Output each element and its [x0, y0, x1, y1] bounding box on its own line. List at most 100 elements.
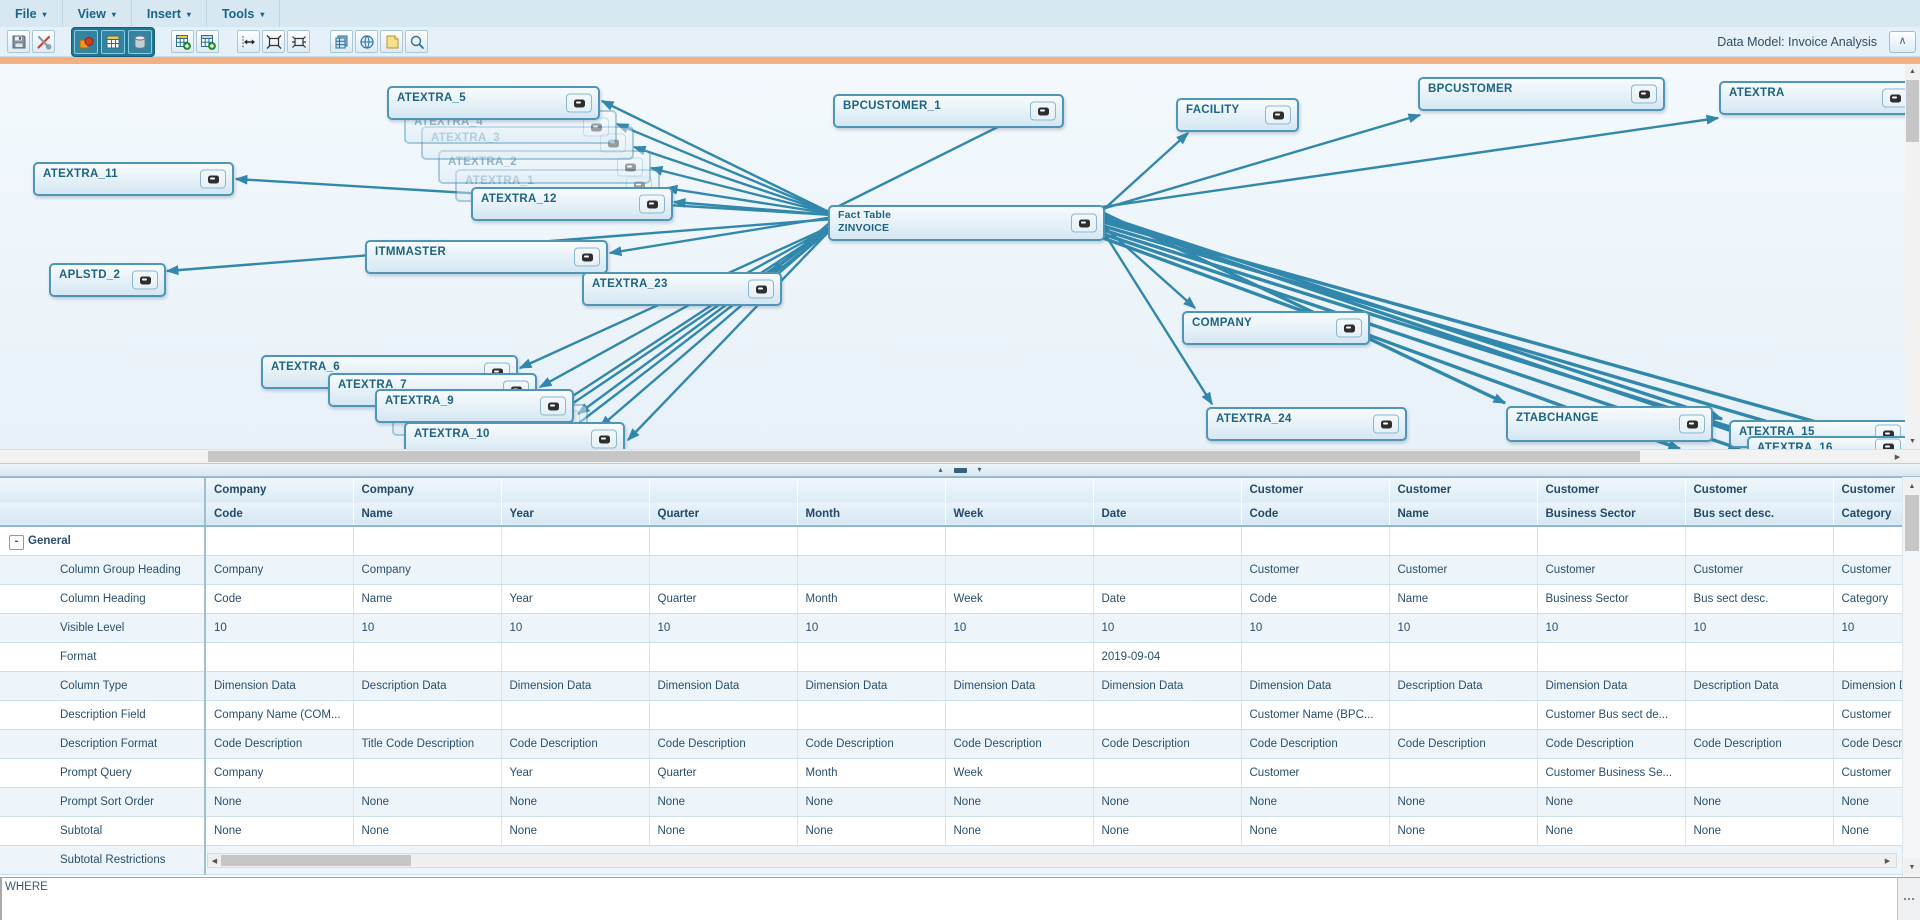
grid-cell[interactable]: Code Description	[205, 729, 354, 759]
grid-cell[interactable]: Description Data	[1685, 671, 1834, 701]
grid-cell[interactable]: 10	[1241, 613, 1390, 643]
node-properties-button[interactable]	[617, 157, 643, 177]
menu-insert[interactable]: Insert▾	[132, 0, 207, 27]
grid-cell[interactable]: Dimension Data	[1833, 671, 1902, 701]
node-properties-button[interactable]	[1875, 438, 1901, 449]
grid-cell[interactable]: Customer Business Se...	[1537, 758, 1686, 788]
table-node-atextra-3[interactable]: ATEXTRA_3	[421, 126, 634, 160]
column-header-cell[interactable]: Date	[1093, 502, 1242, 527]
table-node-atextra-23[interactable]: ATEXTRA_23	[582, 272, 782, 306]
group-header-cell[interactable]	[797, 478, 946, 503]
grid-cell[interactable]: Code Description	[649, 729, 798, 759]
grid-cell[interactable]: None	[1093, 787, 1242, 817]
web-button[interactable]	[355, 30, 378, 53]
grid-cell[interactable]: Month	[797, 758, 946, 788]
grid-cell[interactable]: Quarter	[649, 758, 798, 788]
notes-button[interactable]	[380, 30, 403, 53]
grid-cell[interactable]: Company Name (COM...	[205, 700, 354, 730]
grid-cell[interactable]: Code	[205, 584, 354, 614]
node-properties-button[interactable]	[566, 93, 592, 113]
scrollbar-thumb[interactable]	[1905, 495, 1919, 551]
grid-cell[interactable]	[649, 526, 798, 556]
grid-cell[interactable]: None	[797, 787, 946, 817]
table-node-atextra-10[interactable]: ATEXTRA_10	[404, 422, 625, 449]
grid-cell[interactable]	[501, 526, 650, 556]
node-properties-button[interactable]	[1265, 105, 1291, 125]
group-header-cell[interactable]: Customer	[1833, 478, 1902, 503]
node-properties-button[interactable]	[748, 279, 774, 299]
node-properties-button[interactable]	[1631, 84, 1657, 104]
grid-cell[interactable]: Dimension Data	[649, 671, 798, 701]
grid-cell[interactable]: None	[1241, 816, 1390, 846]
column-header-cell[interactable]: Code	[205, 502, 354, 527]
grid-cell[interactable]: Code Description	[1685, 729, 1834, 759]
grid-cell[interactable]: None	[1685, 816, 1834, 846]
grid-cell[interactable]: None	[1389, 816, 1538, 846]
node-properties-button[interactable]	[540, 396, 566, 416]
grid-cell[interactable]	[797, 700, 946, 730]
grid-cell[interactable]: 10	[1389, 613, 1538, 643]
grid-cell[interactable]: Dimension Data	[1537, 671, 1686, 701]
scroll-up-icon[interactable]: ▲	[1904, 478, 1920, 494]
table-node-atextra-12[interactable]: ATEXTRA_12	[471, 187, 673, 221]
group-header-cell[interactable]	[1093, 478, 1242, 503]
grid-cell[interactable]: Quarter	[649, 584, 798, 614]
grid-cell[interactable]: None	[1833, 787, 1902, 817]
grid-cell[interactable]: Code Description	[1093, 729, 1242, 759]
grid-cell[interactable]: Code	[1241, 584, 1390, 614]
grid-cell[interactable]	[797, 642, 946, 672]
grid-cell[interactable]: Name	[1389, 584, 1538, 614]
grid-cell[interactable]	[797, 526, 946, 556]
grid-cell[interactable]	[945, 526, 1094, 556]
options-button[interactable]	[32, 30, 55, 53]
grid-cell[interactable]	[1537, 526, 1686, 556]
node-properties-button[interactable]	[1882, 88, 1905, 108]
grid-cell[interactable]	[1093, 758, 1242, 788]
grid-cell[interactable]: Dimension Data	[1241, 671, 1390, 701]
table-node-atextra-5[interactable]: ATEXTRA_5	[387, 86, 600, 120]
grid-cell[interactable]	[1537, 642, 1686, 672]
grid-cell[interactable]: Company	[353, 555, 502, 585]
grid-cell[interactable]	[1685, 642, 1834, 672]
grid-cell[interactable]: Category	[1833, 584, 1902, 614]
grid-cell[interactable]: None	[1537, 816, 1686, 846]
group-header-cell[interactable]: Customer	[1537, 478, 1686, 503]
data-view-button[interactable]	[128, 29, 152, 54]
diagram-view-button[interactable]	[74, 29, 98, 54]
grid-cell[interactable]	[353, 700, 502, 730]
grid-cell[interactable]: Week	[945, 584, 1094, 614]
grid-cell[interactable]	[1685, 700, 1834, 730]
grid-vertical-scrollbar[interactable]: ▲ ▼	[1902, 477, 1920, 877]
grid-cell[interactable]: 10	[797, 613, 946, 643]
grid-cell[interactable]	[1241, 526, 1390, 556]
grid-cell[interactable]: None	[1389, 787, 1538, 817]
column-header-cell[interactable]: Name	[1389, 502, 1538, 527]
grid-cell[interactable]: 10	[1537, 613, 1686, 643]
grid-cell[interactable]: None	[1093, 816, 1242, 846]
grid-horizontal-scrollbar[interactable]: ◀▶	[207, 853, 1897, 868]
grid-cell[interactable]	[1093, 526, 1242, 556]
table-node-atextra-24[interactable]: ATEXTRA_24	[1206, 407, 1407, 441]
grid-cell[interactable]: Code Description	[945, 729, 1094, 759]
grid-cell[interactable]	[1093, 555, 1242, 585]
grid-cell[interactable]: Dimension Data	[501, 671, 650, 701]
grid-cell[interactable]: Name	[353, 584, 502, 614]
grid-cell[interactable]: Customer	[1833, 700, 1902, 730]
grid-cell[interactable]: Year	[501, 758, 650, 788]
grid-cell[interactable]: Year	[501, 584, 650, 614]
table-node-itmmaster[interactable]: ITMMASTER	[365, 240, 608, 274]
grid-cell[interactable]: Description Data	[1389, 671, 1538, 701]
grid-cell[interactable]: Customer	[1241, 758, 1390, 788]
splitter-handle[interactable]	[953, 467, 967, 473]
table-node-atextra[interactable]: ATEXTRA	[1719, 81, 1905, 115]
splitter-expand-down-icon[interactable]: ▾	[977, 465, 982, 474]
node-properties-button[interactable]	[583, 117, 609, 137]
group-header-cell[interactable]	[649, 478, 798, 503]
grid-cell[interactable]: None	[205, 816, 354, 846]
grid-cell[interactable]: Dimension Data	[945, 671, 1094, 701]
column-header-cell[interactable]: Year	[501, 502, 650, 527]
node-properties-button[interactable]	[574, 247, 600, 267]
table-node-atextra-9[interactable]: ATEXTRA_9	[375, 389, 574, 423]
table-node-facility[interactable]: FACILITY	[1176, 98, 1299, 132]
